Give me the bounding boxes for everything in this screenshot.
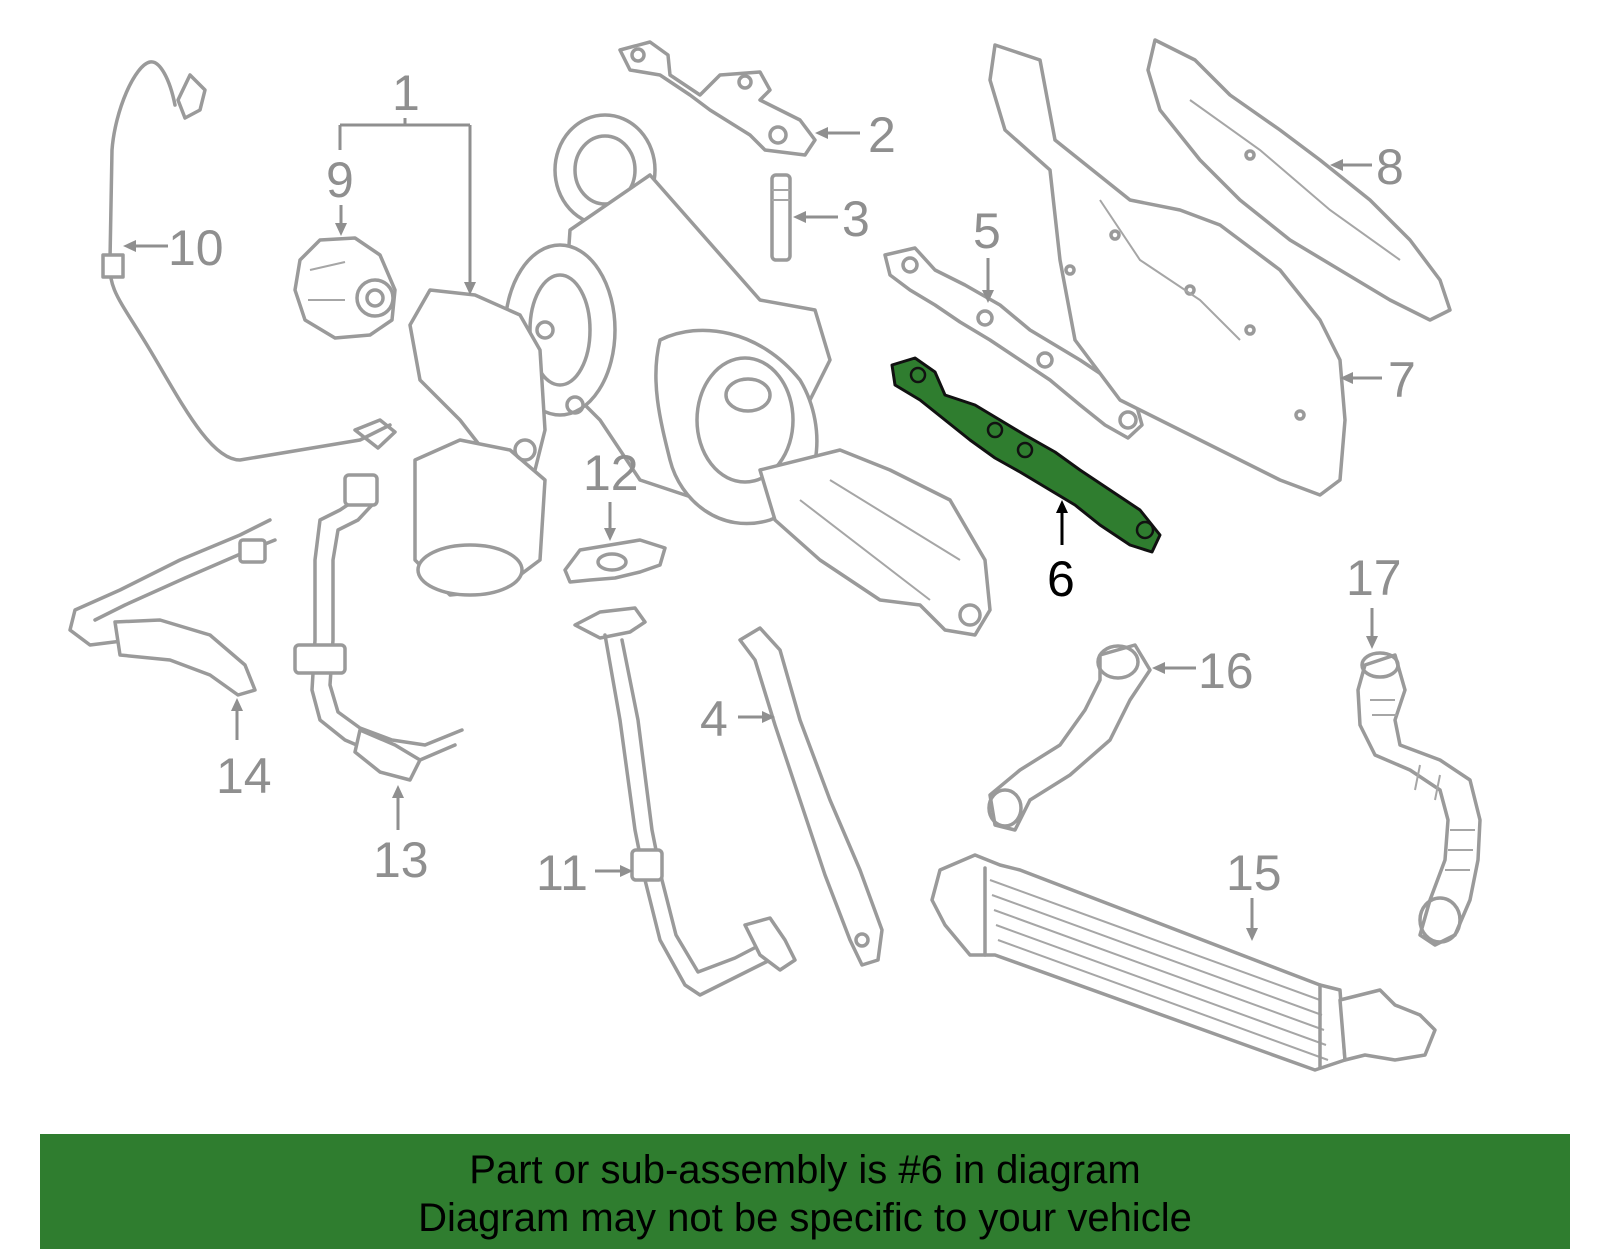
part-12-gasket bbox=[563, 538, 667, 584]
part-15-intercooler bbox=[930, 853, 1437, 1072]
part-13-coolant-pipe bbox=[293, 473, 464, 782]
callout-9: 9 bbox=[326, 152, 354, 236]
callout-15-label: 15 bbox=[1226, 845, 1282, 901]
callout-3: 3 bbox=[793, 191, 870, 247]
callout-6: 6 bbox=[1047, 500, 1075, 607]
callout-5: 5 bbox=[973, 203, 1001, 303]
callout-10: 10 bbox=[123, 220, 224, 276]
callout-17-label: 17 bbox=[1346, 550, 1402, 606]
callout-13: 13 bbox=[373, 785, 429, 888]
callout-17: 17 bbox=[1346, 550, 1402, 649]
part-6-gasket-highlighted bbox=[890, 356, 1162, 554]
part-1-turbocharger bbox=[408, 113, 992, 637]
callout-1-label: 1 bbox=[392, 65, 420, 121]
callout-1: 1 bbox=[338, 65, 476, 295]
part-3-stud bbox=[770, 173, 792, 262]
part-5-gasket bbox=[883, 246, 1144, 440]
callout-11: 11 bbox=[536, 845, 633, 901]
part-16-hose bbox=[987, 643, 1152, 832]
callout-16: 16 bbox=[1152, 643, 1254, 699]
parts-diagram: 1 2 3 4 5 6 7 8 bbox=[68, 38, 1482, 1072]
callout-14-label: 14 bbox=[216, 748, 272, 804]
callout-11-label: 11 bbox=[536, 845, 588, 901]
part-8-heat-shield bbox=[1146, 38, 1452, 322]
callout-12-label: 12 bbox=[583, 445, 639, 501]
callout-4: 4 bbox=[700, 691, 775, 747]
part-9-actuator bbox=[293, 236, 397, 340]
callout-7-label: 7 bbox=[1388, 352, 1416, 408]
callout-12: 12 bbox=[583, 445, 639, 541]
callout-16-label: 16 bbox=[1198, 643, 1254, 699]
part-2-bracket bbox=[618, 40, 817, 157]
callout-10-label: 10 bbox=[168, 220, 224, 276]
callout-9-label: 9 bbox=[326, 152, 354, 208]
callout-8: 8 bbox=[1330, 139, 1404, 195]
part-4-bracket bbox=[738, 626, 884, 967]
info-banner: Part or sub-assembly is #6 in diagram Di… bbox=[40, 1134, 1570, 1249]
part-17-corrugated-hose bbox=[1356, 651, 1482, 947]
banner-line-1: Part or sub-assembly is #6 in diagram bbox=[469, 1148, 1141, 1192]
callout-5-label: 5 bbox=[973, 203, 1001, 259]
callout-13-label: 13 bbox=[373, 832, 429, 888]
callout-6-label: 6 bbox=[1047, 551, 1075, 607]
callout-7: 7 bbox=[1340, 352, 1416, 408]
callout-8-label: 8 bbox=[1376, 139, 1404, 195]
callout-4-label: 4 bbox=[700, 691, 728, 747]
banner-line-2: Diagram may not be specific to your vehi… bbox=[418, 1196, 1192, 1240]
part-14-hose bbox=[68, 518, 277, 697]
callout-14: 14 bbox=[216, 698, 272, 804]
callout-2-label: 2 bbox=[868, 107, 896, 163]
part-10-oil-feed-line bbox=[101, 60, 397, 462]
part-11-oil-return-tube bbox=[573, 606, 797, 997]
part-7-heat-shield bbox=[988, 43, 1347, 497]
callout-15: 15 bbox=[1226, 845, 1282, 941]
callout-3-label: 3 bbox=[842, 191, 870, 247]
callout-2: 2 bbox=[815, 107, 896, 163]
